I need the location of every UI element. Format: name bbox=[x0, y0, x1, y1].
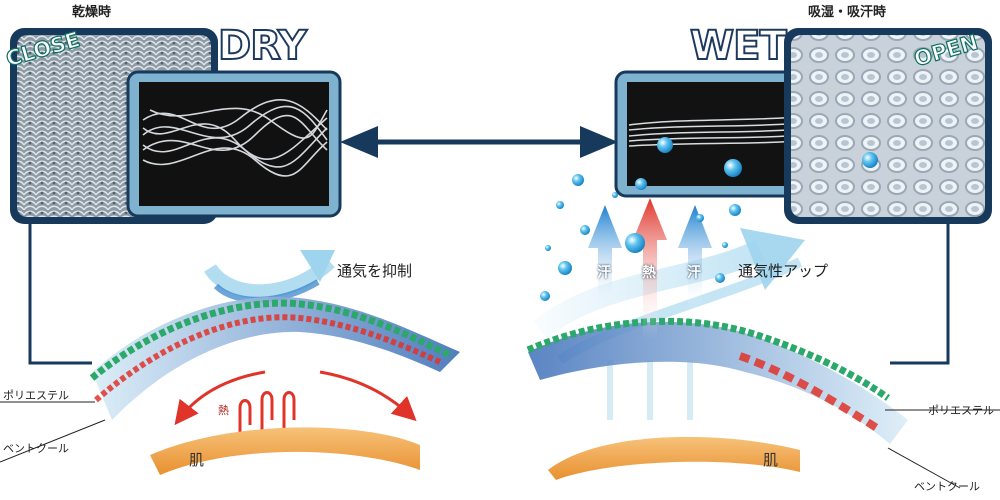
dry-ventcool-label: ベントクール bbox=[3, 442, 69, 455]
wet-caption: 吸湿・吸汗時 bbox=[808, 5, 887, 20]
dry-polyester-label: ポリエステル bbox=[3, 389, 69, 402]
wet-skin bbox=[548, 436, 800, 480]
wet-leader-bottom bbox=[887, 447, 961, 489]
wet-title: WET bbox=[689, 23, 788, 69]
dry-fabric-cross-section bbox=[89, 296, 460, 420]
left-frame-line bbox=[28, 222, 92, 365]
dry-heat-arrows bbox=[174, 370, 417, 432]
wet-polyester-label: ポリエステル bbox=[928, 404, 994, 417]
right-frame-line bbox=[890, 222, 950, 365]
wet-ventcool-label: ベントクール bbox=[914, 480, 980, 493]
dry-note: 通気を抑制 bbox=[337, 262, 413, 280]
dry-caption: 乾燥時 bbox=[72, 5, 112, 20]
dry-fiber-closeup bbox=[126, 70, 342, 218]
wet-sweat-right-label: 汗 bbox=[687, 265, 701, 281]
wet-sweat-left-label: 汗 bbox=[597, 265, 611, 281]
dry-heat-label: 熱 bbox=[218, 404, 229, 417]
dry-title: DRY bbox=[217, 23, 308, 69]
dry-skin bbox=[150, 427, 420, 475]
wet-rising-arrows bbox=[588, 198, 712, 340]
wet-skin-label: 肌 bbox=[763, 451, 779, 469]
dry-skin-label: 肌 bbox=[189, 451, 205, 469]
transition-arrow bbox=[340, 126, 618, 158]
dry-leader-bottom bbox=[0, 419, 106, 463]
wet-note: 通気性アップ bbox=[738, 262, 829, 280]
wet-heat-label: 熱 bbox=[642, 265, 656, 281]
wet-fabric-cross-section bbox=[526, 317, 908, 444]
wet-water-droplets bbox=[540, 174, 741, 301]
dry-airflow-swirl bbox=[204, 250, 335, 303]
wet-fabric-panel bbox=[784, 28, 992, 224]
